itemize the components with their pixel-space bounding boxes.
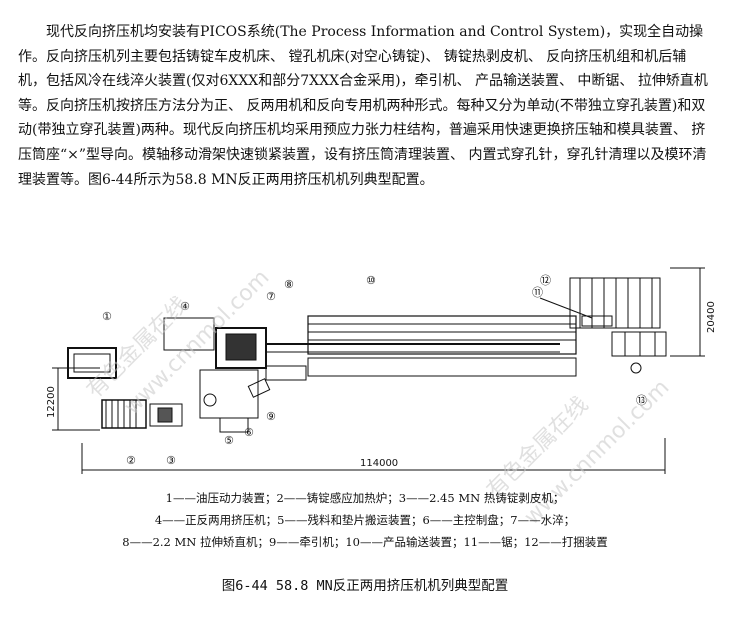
callout-11: ⑪ [532,286,543,299]
callout-7: ⑦ [266,290,276,303]
callout-10: ⑩ [366,274,376,287]
callout-8: ⑧ [284,278,294,291]
callout-3: ③ [166,454,176,467]
callout-9: ⑨ [266,410,276,423]
dimension-left-height: 12200 [46,386,57,418]
legend-line-3: 8——2.2 MN 拉伸矫直机；9——牵引机；10——产品输送装置；11——锯；… [122,535,608,549]
callout-13: ⑬ [636,394,647,407]
callout-12: ⑫ [540,274,551,287]
legend-line-1: 1——油压动力装置；2——铸锭感应加热炉；3——2.45 MN 热铸锭剥皮机； [165,491,565,505]
body-paragraph: 现代反向挤压机均安装有PICOS系统(The Process Informati… [18,24,708,188]
callout-4: ④ [180,300,190,313]
callout-5: ⑤ [224,434,234,447]
figure-caption: 图6-44 58.8 MN反正两用挤压机机列典型配置 [221,578,509,594]
extrusion-line-layout-diagram: 114000 12200 20400 ① ② ③ ④ ⑤ ⑥ ⑦ ⑧ ⑨ ⑩ ⑪… [46,267,717,474]
callout-6: ⑥ [244,426,254,439]
dimension-total-length: 114000 [360,458,398,469]
legend-line-2: 4——正反两用挤压机；5——残料和垫片搬运装置；6——主控制盘；7——水淬； [154,513,576,527]
dimension-right-height: 20400 [706,301,717,333]
callout-2: ② [126,454,136,467]
callout-1: ① [102,310,112,323]
